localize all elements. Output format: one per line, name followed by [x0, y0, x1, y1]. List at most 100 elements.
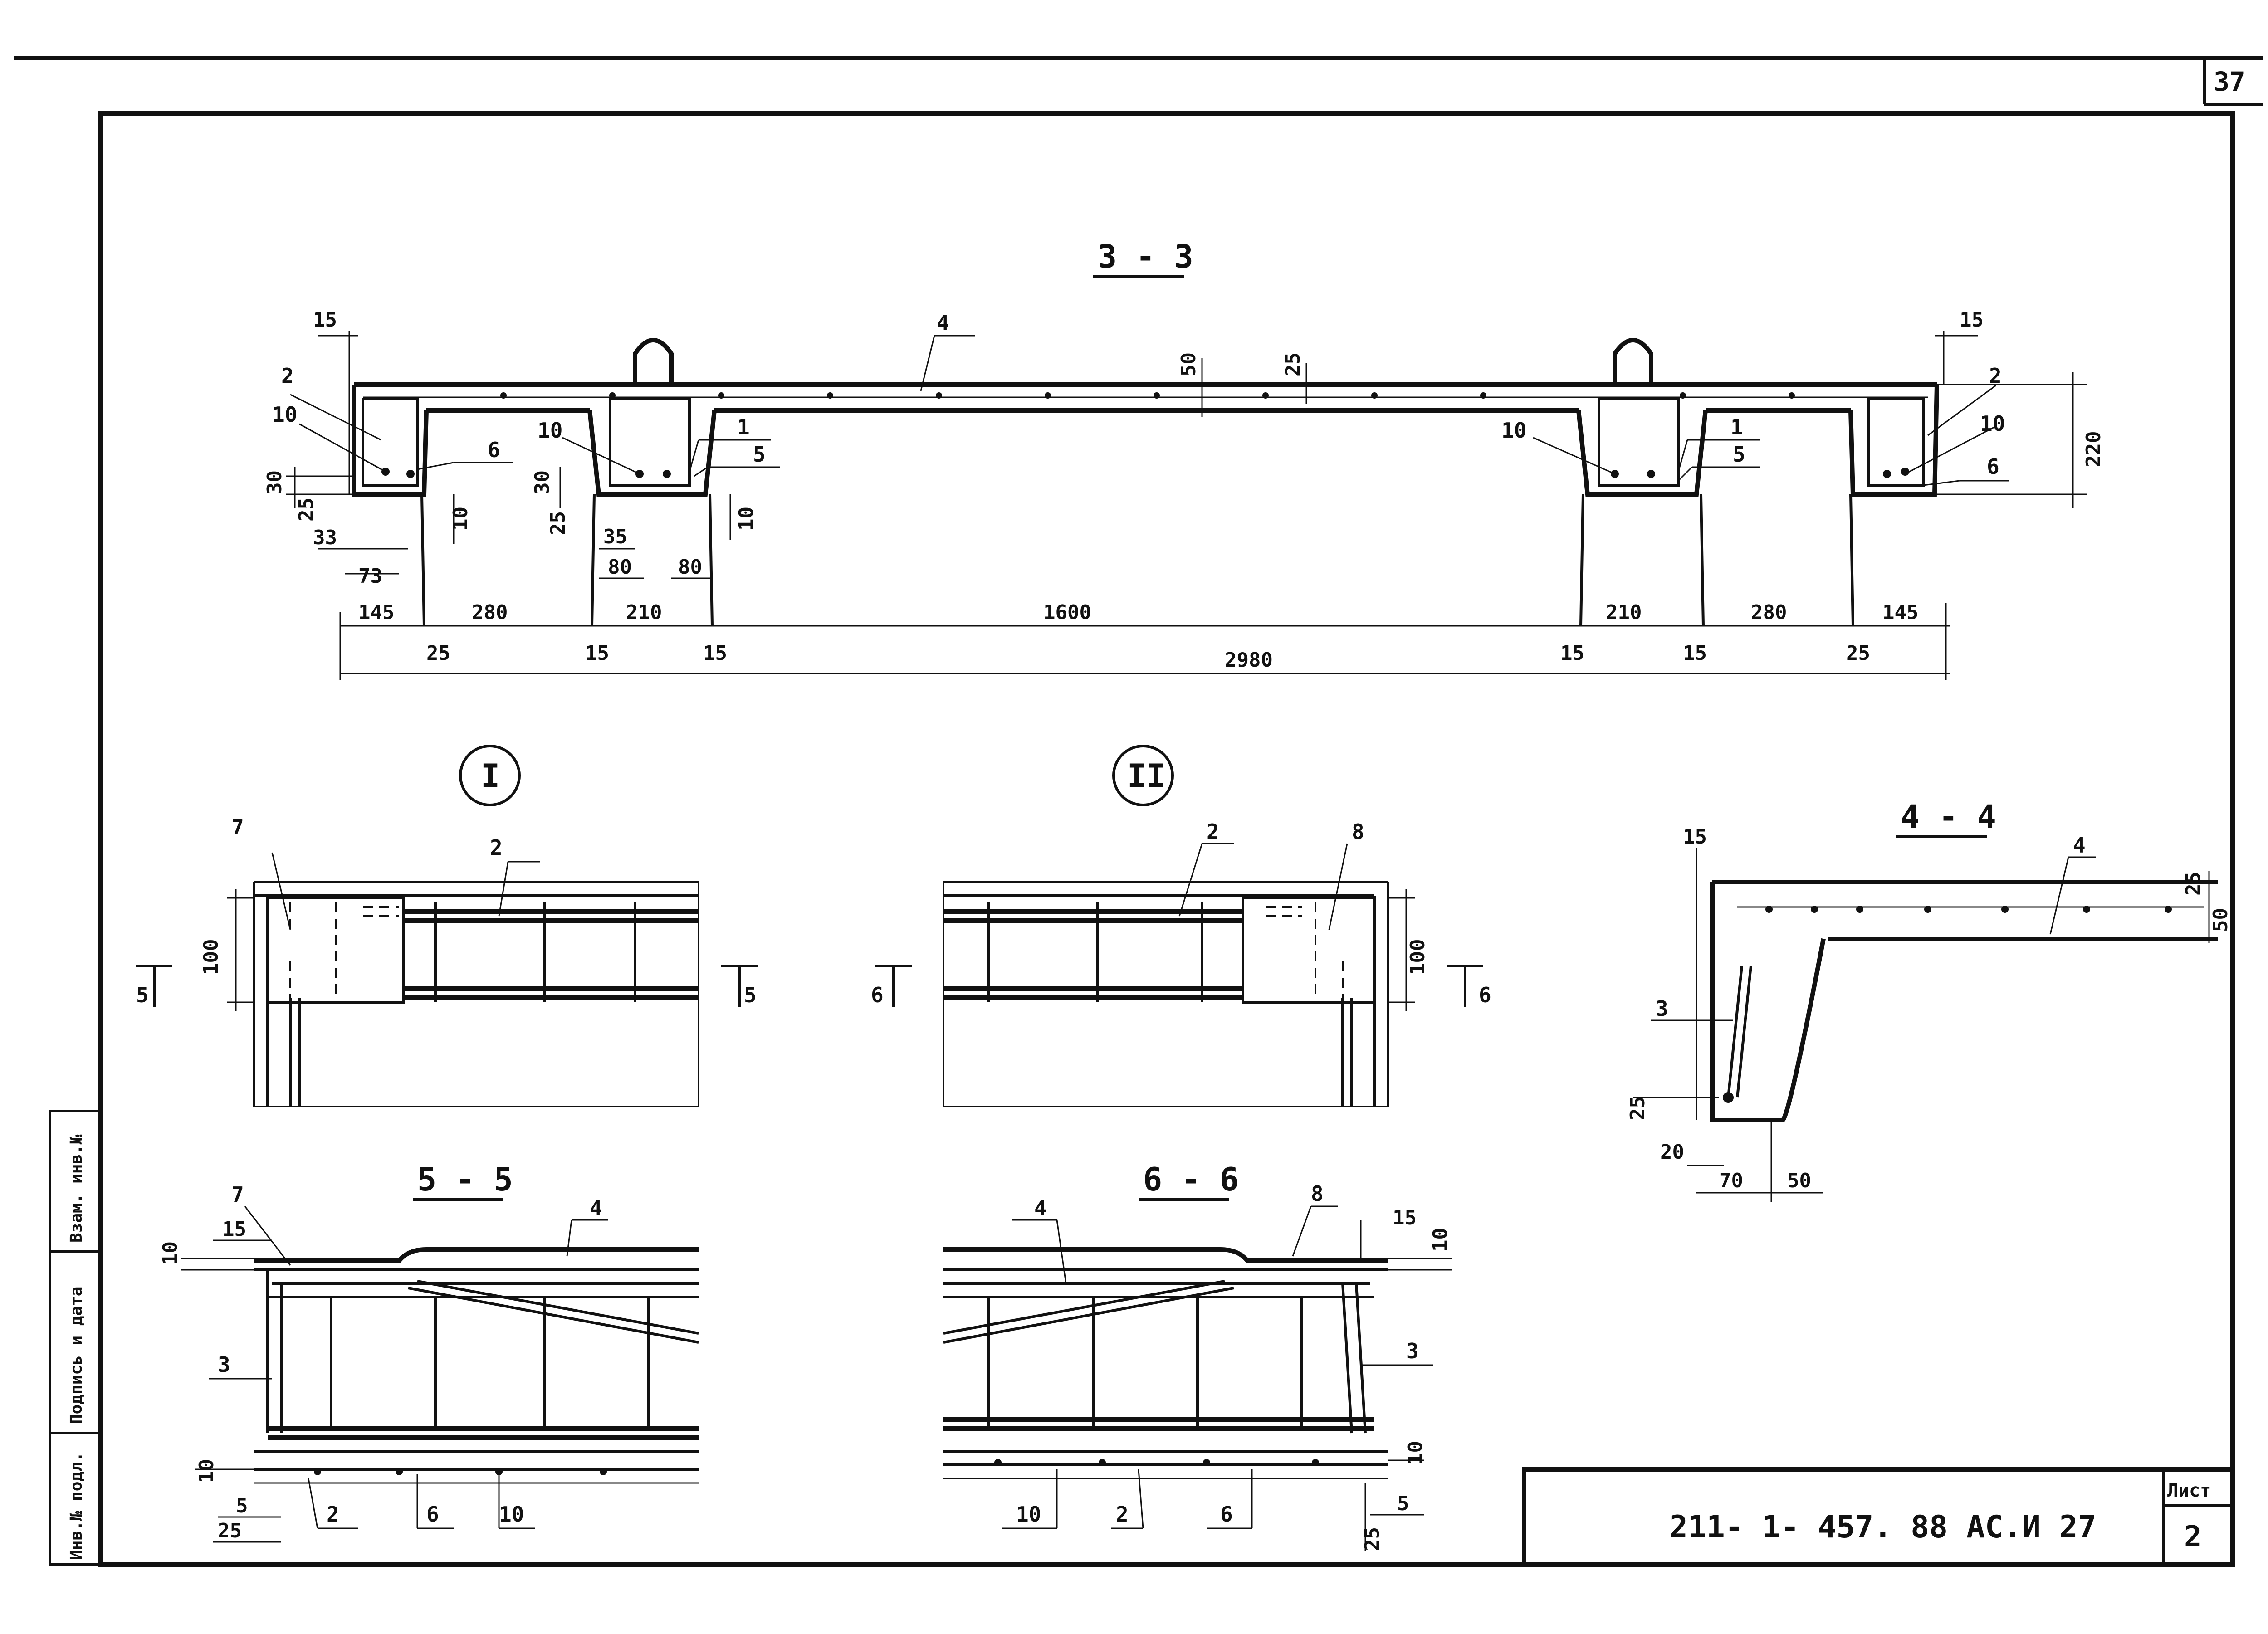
- dim-label: 15: [1560, 642, 1584, 665]
- section-3-3-cages: [362, 398, 1925, 487]
- dim-label: 80: [608, 556, 632, 579]
- sheet-designation: 211- 1- 457. 88 АС.И 27: [1669, 1509, 2097, 1545]
- dim-label: 10: [195, 1459, 218, 1483]
- section-3-3-title: 3 - 3: [1098, 238, 1193, 275]
- callout-label: 4: [590, 1196, 602, 1220]
- callout-label: 10: [1980, 411, 2005, 436]
- dim-label: 10: [735, 507, 758, 531]
- title-block: 211- 1- 457. 88 АС.И 27 Лист 2: [1522, 1467, 2235, 1567]
- callout-label: 2: [1207, 819, 1219, 844]
- dim-label: 25: [295, 498, 318, 522]
- callout-label: 6: [1987, 454, 1999, 479]
- cut-label: 6: [871, 983, 884, 1007]
- dim-label: 25: [1626, 1096, 1649, 1120]
- section-3-3-dims-row1: 33 73 35 80 80: [313, 525, 712, 588]
- dim-label: 30: [531, 470, 554, 494]
- side-stamp: Инв.№ подл. Подпись и дата Взам. инв.№: [49, 1110, 102, 1566]
- callout-label: 10: [538, 418, 562, 443]
- sheet-no: 2: [2184, 1520, 2202, 1554]
- sheet-label: Лист: [2167, 1480, 2211, 1501]
- callout-label: 2: [490, 835, 503, 860]
- callout-label: 2: [281, 364, 294, 388]
- callout-label: 6: [488, 438, 500, 462]
- dim-label: 210: [1606, 601, 1642, 624]
- dim-label: 220: [2082, 431, 2105, 467]
- callout-label: 1: [737, 415, 750, 439]
- side-stamp-cell1: Инв.№ подл.: [67, 1452, 86, 1560]
- dim-label: 100: [200, 939, 223, 975]
- dim-label: 10: [449, 507, 472, 531]
- dim-label: 15: [585, 642, 609, 665]
- dim-label: 80: [678, 556, 702, 579]
- dim-label: 35: [603, 525, 627, 548]
- callout-label: 8: [1311, 1181, 1324, 1206]
- callout-label: 3: [218, 1352, 230, 1377]
- dim-label: 5: [1397, 1492, 1409, 1515]
- dim-label: 15: [313, 308, 337, 332]
- dim-label: 25: [2182, 872, 2205, 896]
- callout-label: 7: [231, 1182, 244, 1207]
- callout-label: 5: [753, 442, 766, 467]
- section-5-5-title: 5 - 5: [417, 1161, 513, 1198]
- dim-label: 25: [1281, 352, 1305, 376]
- dim-label: 15: [1393, 1206, 1417, 1229]
- dim-label: 1600: [1043, 601, 1091, 624]
- dim-label: 280: [1751, 601, 1787, 624]
- dim-label: 25: [426, 642, 450, 665]
- dim-label: 5: [236, 1494, 248, 1517]
- lifting-loop-icon: [1613, 338, 1653, 385]
- section-6-6: 6 - 6 4 8 3 10 2 6 15 10: [943, 1161, 1452, 1551]
- dim-label: 2980: [1225, 649, 1273, 672]
- dim-label: 50: [1787, 1169, 1811, 1192]
- dim-label: 280: [472, 601, 508, 624]
- dim-label: 100: [1406, 939, 1429, 975]
- cut-label: 5: [136, 983, 149, 1007]
- callout-label: 4: [2073, 833, 2086, 858]
- callout-label: 2: [327, 1502, 339, 1527]
- section-3-3-outline: [352, 382, 1939, 626]
- node-2-title: II: [1127, 757, 1165, 795]
- dim-label: 15: [703, 642, 727, 665]
- node-detail-1: I 100 7 2 5 5: [136, 745, 758, 1107]
- section-3-3-dims-top: 15 50 25 15: [313, 308, 1984, 494]
- side-stamp-cell3: Взам. инв.№: [67, 1134, 86, 1243]
- node-detail-2: II 100 2 8 6 6: [871, 745, 1491, 1107]
- lifting-loop-icon: [633, 338, 674, 385]
- section-3-3-dims-row2: 145 280 210 1600 210 280 145: [339, 601, 1950, 680]
- dim-label: 210: [626, 601, 662, 624]
- dim-label: 15: [1683, 825, 1707, 849]
- callout-label: 2: [1116, 1502, 1129, 1527]
- section-6-6-title: 6 - 6: [1143, 1161, 1239, 1198]
- callout-label: 1: [1730, 415, 1743, 439]
- section-3-3-dims-vert: 30 25 10 30 25 10 220: [263, 372, 2105, 544]
- dim-label: 73: [358, 565, 382, 588]
- callout-label: 3: [1406, 1339, 1419, 1363]
- section-3-3: 3 - 3: [263, 238, 2105, 680]
- callout-label: 3: [1656, 996, 1668, 1021]
- callout-label: 6: [1220, 1502, 1233, 1527]
- section-4-4: 4 - 4 15 4 3 25 50 25 20 70 50: [1626, 798, 2232, 1202]
- dim-label: 25: [1361, 1527, 1384, 1551]
- dim-label: 25: [547, 511, 570, 535]
- dim-label: 145: [1882, 601, 1918, 624]
- dim-label: 20: [1660, 1141, 1684, 1164]
- cut-label: 6: [1479, 983, 1491, 1007]
- sheet-frame: [14, 56, 2263, 1567]
- dim-label: 145: [358, 601, 394, 624]
- dim-label: 25: [218, 1519, 242, 1542]
- dim-label: 15: [1960, 308, 1984, 332]
- dim-label: 25: [1846, 642, 1870, 665]
- section-5-5: 5 - 5 7 4 3 2 6 10 10 15: [159, 1161, 699, 1543]
- callout-label: 6: [426, 1502, 439, 1527]
- cut-label: 5: [744, 983, 757, 1007]
- section-4-4-title: 4 - 4: [1901, 798, 1996, 835]
- sheet-number-top: 37: [2214, 66, 2245, 97]
- callout-label: 4: [937, 311, 949, 335]
- callout-label: 10: [1016, 1502, 1041, 1527]
- dim-label: 15: [222, 1218, 246, 1241]
- dim-label: 10: [159, 1241, 182, 1265]
- dim-label: 30: [263, 470, 286, 494]
- dim-label: 70: [1719, 1169, 1743, 1192]
- callout-label: 7: [231, 815, 244, 839]
- callout-label: 4: [1034, 1196, 1047, 1220]
